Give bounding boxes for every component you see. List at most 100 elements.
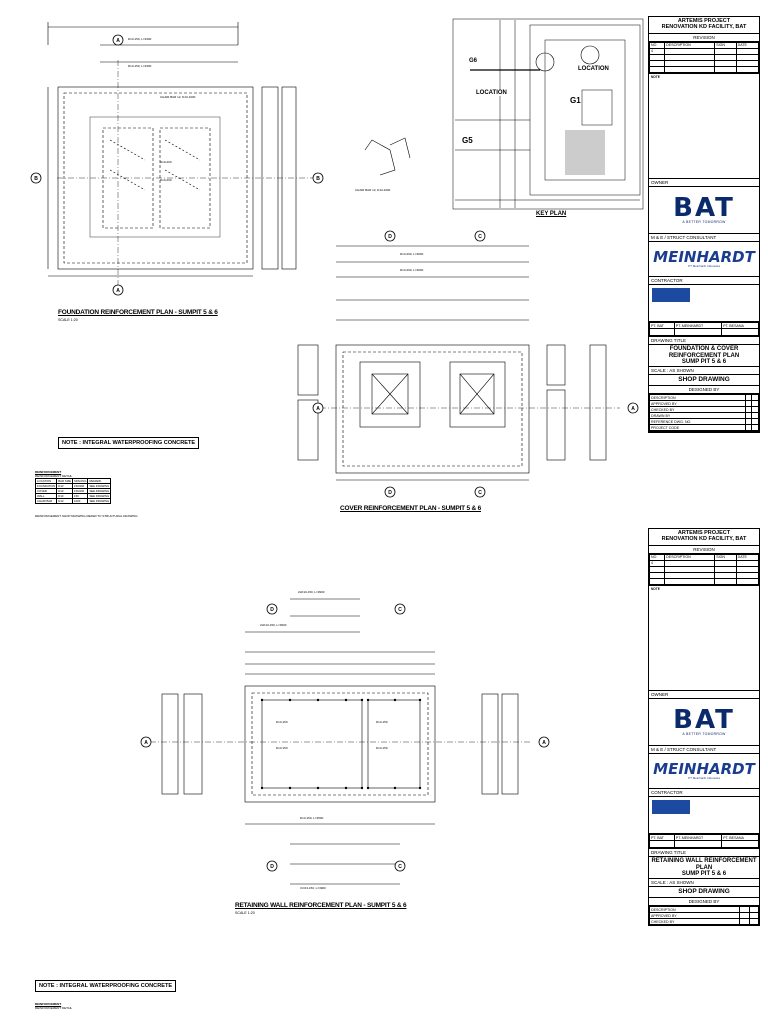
signoff-table-wrap: DESCRIPTION APPROVED BY CHECKED BY DRAWN… bbox=[649, 394, 759, 433]
plan-scale: SCALE 1:20 bbox=[58, 318, 78, 322]
key-plan-zone-label: G1 bbox=[570, 96, 581, 105]
svg-text:C: C bbox=[398, 864, 402, 870]
project-facility-text: RENOVATION KD FACILITY, BAT bbox=[661, 23, 747, 30]
bar-label: 2xD10-150, L=3900 bbox=[298, 590, 325, 594]
project-facility-text: RENOVATION KD FACILITY, BAT bbox=[661, 535, 747, 542]
plan-title: RETAINING WALL REINFORCEMENT PLAN - SUMP… bbox=[235, 902, 407, 909]
footnote: REINFORCEMENT SHOP DRAWING REFER TO STRU… bbox=[35, 514, 138, 518]
bar-label: CHAIR BAR 12, D13-1000 bbox=[355, 188, 391, 192]
sheet-1-drawing-canvas: A A B B bbox=[30, 18, 644, 498]
contractor-logo-block bbox=[649, 797, 759, 835]
reinforcement-legend: REINFORCEMENT REINFORCEMENT DETAIL LOCAT… bbox=[34, 470, 112, 504]
bar-label: D13-150, L=3300 bbox=[128, 64, 152, 68]
drawing-title-text: FOUNDATION & COVER REINFORCEMENT PLAN bbox=[668, 346, 740, 359]
legend-cell: SEE DRAWING bbox=[87, 493, 112, 499]
drawing-subtitle-text: SUMP PIT 5 & 6 bbox=[681, 358, 727, 365]
consultant-label: M & E / STRUCT CONSULTANT bbox=[649, 746, 759, 755]
drawing-title-label: DRAWING TITLE bbox=[649, 337, 759, 346]
svg-text:A: A bbox=[316, 406, 320, 412]
revision-table-wrap: NO DESCRIPTION SIGN DATE 4 bbox=[648, 41, 760, 74]
svg-text:A: A bbox=[631, 406, 635, 412]
notes-section: NOTE bbox=[649, 586, 759, 691]
svg-text:B: B bbox=[316, 176, 320, 182]
contractor-logo bbox=[652, 800, 690, 815]
plan-title: COVER REINFORCEMENT PLAN - SUMPIT 5 & 6 bbox=[340, 505, 481, 512]
legend-cell: FOUNDATION bbox=[34, 483, 58, 489]
drawing-title: FOUNDATION & COVER REINFORCEMENT PLAN SU… bbox=[649, 345, 759, 368]
signoff-row: CHECKED BY bbox=[648, 918, 741, 926]
consultant-sub: PT Meinhardt Indonesia bbox=[688, 775, 720, 780]
drawing-title: RETAINING WALL REINFORCEMENT PLAN SUMP P… bbox=[649, 857, 759, 880]
drawing-subtitle-text: SUMP PIT 5 & 6 bbox=[681, 870, 727, 877]
legend-cell: SEE DRAWING bbox=[87, 498, 112, 504]
legend-cell: 1000 bbox=[72, 498, 89, 504]
legend-cell: SEE DRAWING bbox=[87, 483, 112, 489]
notes-header: NOTE bbox=[651, 74, 660, 79]
project-name-text: ARTEMIS PROJECT bbox=[677, 530, 731, 536]
key-plan-title: KEY PLAN bbox=[536, 211, 567, 217]
reinforcement-legend: REINFORCEMENT REINFORCEMENT DETAIL bbox=[35, 1002, 72, 1010]
svg-text:D: D bbox=[270, 864, 274, 870]
revision-table: NO DESCRIPTION SIGN DATE 4 bbox=[648, 41, 760, 73]
svg-text:D: D bbox=[388, 490, 392, 496]
owner-logo-block: BAT A BETTER TOMORROW bbox=[649, 187, 759, 234]
bar-label: D13-150 bbox=[276, 746, 288, 750]
drawing-sheet-1: A A B B bbox=[0, 0, 768, 518]
drawing-title-text: RETAINING WALL REINFORCEMENT PLAN bbox=[651, 858, 757, 871]
signoff-row: PROJECT CODE bbox=[649, 424, 746, 432]
signature-strip: PT. BAT PT. MEINHARDT PT. BESANA bbox=[649, 322, 759, 338]
sheet-2-drawing-canvas: D C D C A A bbox=[140, 598, 550, 885]
svg-text:A: A bbox=[542, 740, 546, 746]
legend-title: REINFORCEMENT bbox=[35, 1002, 62, 1006]
legend-cell: CHAIR BAR bbox=[34, 498, 58, 504]
bar-label: 2xD13-150, L=3900 bbox=[260, 623, 287, 627]
meinhardt-logo: MEINHARDT bbox=[653, 247, 755, 266]
bat-tagline: A BETTER TOMORROW bbox=[682, 731, 726, 736]
signature-table: PT. BAT PT. MEINHARDT PT. BESANA bbox=[649, 322, 759, 337]
svg-text:A: A bbox=[116, 288, 120, 294]
key-plan-zone-label: G6 bbox=[469, 58, 478, 64]
plan-title: FOUNDATION REINFORCEMENT PLAN - SUMPIT 5… bbox=[58, 309, 218, 316]
bar-label: D13-150, L=3300 bbox=[128, 37, 152, 41]
consultant-sub: PT Meinhardt Indonesia bbox=[688, 263, 720, 268]
revision-header: REVISION bbox=[649, 34, 759, 42]
revision-table: NO DESCRIPTION SIGN DATE 4 bbox=[648, 553, 760, 585]
signoff-table: DESCRIPTION APPROVED BY CHECKED BY bbox=[648, 906, 760, 926]
legend-cell: D13 bbox=[56, 498, 74, 504]
consultant-label: M & E / STRUCT CONSULTANT bbox=[649, 234, 759, 243]
contractor-label: CONTRACTOR bbox=[649, 789, 759, 798]
bar-label: 3.D13-150, L=3900 bbox=[300, 886, 326, 890]
designed-by-label: DESIGNED BY bbox=[649, 898, 759, 907]
owner-label: OWNER bbox=[649, 691, 759, 699]
bar-label: D13-150 bbox=[376, 720, 388, 724]
legend-title: REINFORCEMENT bbox=[35, 470, 62, 474]
note-box: NOTE : INTEGRAL WATERPROOFING CONCRETE bbox=[58, 437, 200, 449]
legend-cell: SEE DRAWING bbox=[87, 488, 112, 494]
svg-text:A: A bbox=[116, 38, 120, 44]
bat-tagline: A BETTER TOMORROW bbox=[682, 219, 726, 224]
svg-text:D: D bbox=[388, 234, 392, 240]
project-name: ARTEMIS PROJECT RENOVATION KD FACILITY, … bbox=[649, 17, 759, 34]
title-block: ARTEMIS PROJECT RENOVATION KD FACILITY, … bbox=[648, 528, 760, 927]
bat-logo: BAT bbox=[673, 192, 735, 223]
bar-label: D13-200, L=3000 bbox=[400, 252, 424, 256]
notes-section: NOTE bbox=[649, 74, 759, 179]
bar-label: D10-200 bbox=[160, 160, 172, 164]
svg-text:A: A bbox=[144, 740, 148, 746]
legend-col: BAR SIZE bbox=[56, 478, 74, 484]
scale-label: SCALE : AS SHOWN bbox=[649, 367, 759, 376]
designed-by-label: DESIGNED BY bbox=[649, 386, 759, 395]
notes-header: NOTE bbox=[651, 586, 660, 591]
bat-logo: BAT bbox=[673, 704, 735, 735]
drawing-sheet-2: D C D C A A 2xD10-150, L=3900 2xD13-150,… bbox=[0, 514, 768, 1024]
title-block: ARTEMIS PROJECT RENOVATION KD FACILITY, … bbox=[648, 16, 760, 434]
note-box: NOTE : INTEGRAL WATERPROOFING CONCRETE bbox=[35, 980, 177, 992]
key-plan-zone-label: G5 bbox=[462, 136, 473, 145]
scale-label: SCALE : AS SHOWN bbox=[649, 879, 759, 888]
project-name: ARTEMIS PROJECT RENOVATION KD FACILITY, … bbox=[649, 529, 759, 546]
legend-col: SPACING bbox=[72, 478, 89, 484]
owner-label: OWNER bbox=[649, 179, 759, 187]
signoff-table-wrap: DESCRIPTION APPROVED BY CHECKED BY bbox=[648, 906, 760, 926]
consultant-logo-block: MEINHARDT PT Meinhardt Indonesia bbox=[649, 242, 759, 278]
shop-drawing-label: SHOP DRAWING bbox=[649, 375, 759, 386]
